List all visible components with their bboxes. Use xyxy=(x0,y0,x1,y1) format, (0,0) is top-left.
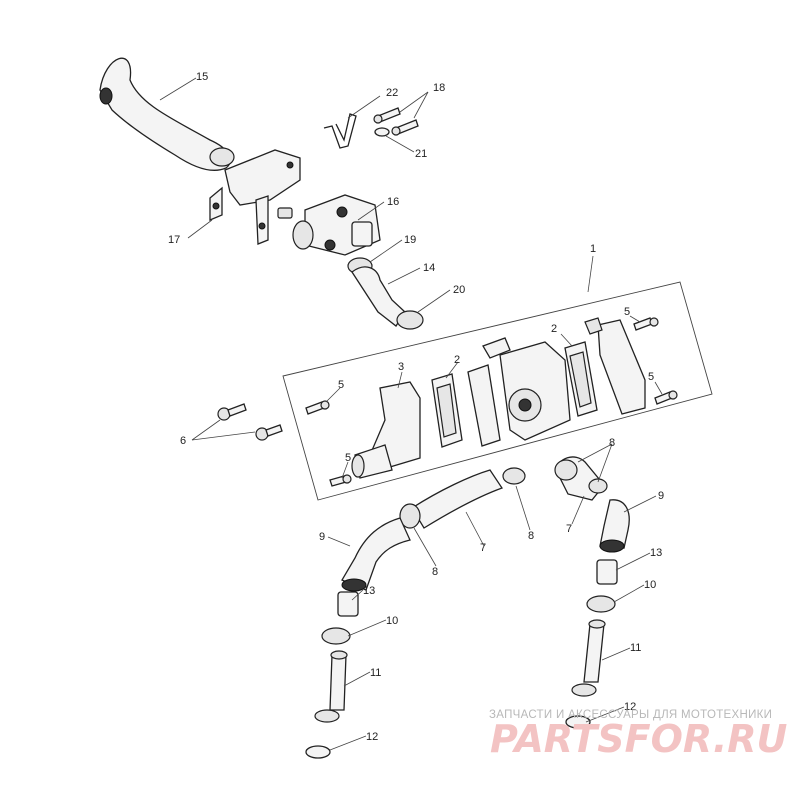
right-cover xyxy=(584,317,646,415)
callout-22: 22 xyxy=(386,87,398,99)
part-8-clamp-lower-left xyxy=(399,503,421,529)
callout-14: 14 xyxy=(423,262,435,274)
watermark-caption: ЗАПЧАСТИ И АКСЕССУАРЫ ДЛЯ МОТОТЕХНИКИ xyxy=(489,709,772,721)
part-5-bolt-bottom xyxy=(329,474,352,487)
leader-lines xyxy=(159,77,663,751)
part-5-bolt-top-right xyxy=(633,317,659,331)
part-1-assembly-box xyxy=(282,281,713,501)
part-18-bolts xyxy=(373,107,419,136)
callout-12-left: 12 xyxy=(366,731,378,743)
part-15-hose xyxy=(99,57,235,171)
part-5-bolt-right xyxy=(654,390,678,405)
callout-3: 3 xyxy=(398,361,404,373)
callout-5-top-right: 5 xyxy=(624,306,630,318)
callout-2-right: 2 xyxy=(551,323,557,335)
part-3-housing xyxy=(351,381,421,479)
callout-16: 16 xyxy=(387,196,399,208)
callout-11-right: 11 xyxy=(630,642,641,654)
part-2-gasket-left xyxy=(431,373,463,448)
callout-12-right: 12 xyxy=(624,701,636,713)
callout-9-right: 9 xyxy=(658,490,664,502)
part-11-pipe-left xyxy=(314,650,348,723)
center-valve-body xyxy=(467,337,571,447)
part-22-clip xyxy=(323,113,357,149)
callout-5-left: 5 xyxy=(338,379,344,391)
part-12-oring-right xyxy=(565,715,591,729)
part-7-hose-left xyxy=(411,469,503,529)
callout-8-right: 8 xyxy=(609,437,615,449)
callout-21: 21 xyxy=(415,148,427,160)
part-5-bolt-left xyxy=(305,400,330,415)
callout-18: 18 xyxy=(433,82,445,94)
callout-19: 19 xyxy=(404,234,416,246)
callout-5-right: 5 xyxy=(648,371,654,383)
callout-2-left: 2 xyxy=(454,354,460,366)
part-9-elbow-right xyxy=(599,499,630,553)
callout-5-bottom: 5 xyxy=(345,452,351,464)
callout-15: 15 xyxy=(196,71,208,83)
part-13-sleeve-left xyxy=(337,591,359,617)
part-6-bolt-lower xyxy=(255,424,283,441)
callout-1: 1 xyxy=(590,243,596,255)
part-20-clamp xyxy=(396,310,424,330)
callout-7-left: 7 xyxy=(480,542,486,554)
callout-13-left: 13 xyxy=(363,585,375,597)
callout-10-left: 10 xyxy=(386,615,398,627)
callout-8-mid: 8 xyxy=(528,530,534,542)
part-11-pipe-right xyxy=(571,619,606,697)
callout-8-left: 8 xyxy=(432,566,438,578)
part-6-bolt-upper xyxy=(217,403,247,421)
part-10-clamp-left xyxy=(321,627,351,645)
callout-6: 6 xyxy=(180,435,186,447)
watermark-brand: PARTSFOR.RU xyxy=(490,717,788,761)
part-8-clamp-upper-left xyxy=(502,467,526,485)
callout-11-left: 11 xyxy=(370,667,381,679)
part-17-bracket xyxy=(209,149,301,245)
part-12-oring-left xyxy=(305,745,331,759)
part-2-gasket-right xyxy=(564,341,598,417)
part-16-valve xyxy=(277,194,381,256)
callout-10-right: 10 xyxy=(644,579,656,591)
callout-20: 20 xyxy=(453,284,465,296)
part-8-clamp-right xyxy=(588,478,608,494)
part-21-washer xyxy=(374,127,390,137)
part-9-elbow-left xyxy=(341,517,411,592)
callout-labels: 15 17 16 22 18 21 19 14 20 1 3 2 2 5 5 5… xyxy=(168,71,664,743)
callout-9-left: 9 xyxy=(319,531,325,543)
callout-17: 17 xyxy=(168,234,180,246)
part-14-hose xyxy=(351,266,406,327)
callout-13-right: 13 xyxy=(650,547,662,559)
part-10-clamp-right xyxy=(586,595,616,613)
callout-7-right: 7 xyxy=(566,523,572,535)
part-13-sleeve-right xyxy=(596,559,618,585)
watermark: ЗАПЧАСТИ И АКСЕССУАРЫ ДЛЯ МОТОТЕХНИКИ PA… xyxy=(489,709,788,761)
